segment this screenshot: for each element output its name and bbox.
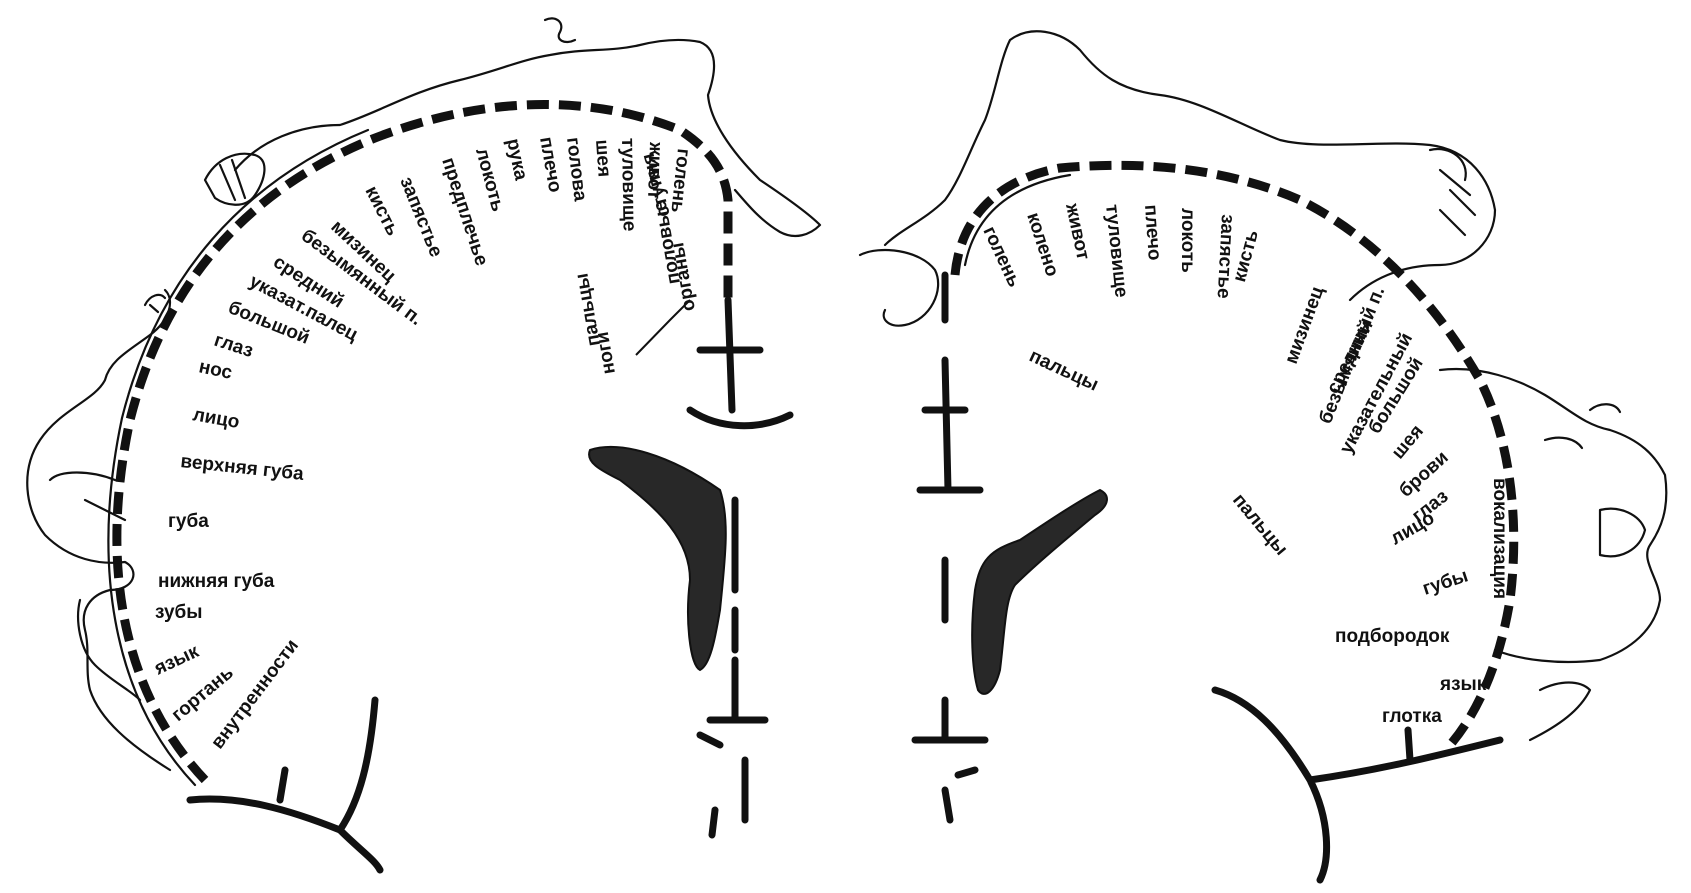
genital-leader: [636, 300, 690, 355]
label-left-paltsy-nogi-2: ноги: [592, 330, 620, 376]
label-left-polovye-2: органы: [667, 241, 700, 313]
left-medial-line-top: [700, 300, 760, 410]
label-left-glaz: глаз: [211, 330, 255, 362]
label-left-vnutrennosti: внутренности: [207, 636, 303, 753]
left-medial-curve: [690, 410, 790, 426]
left-body-outline: [235, 40, 820, 236]
label-right-lokot: локоть: [1177, 208, 1198, 273]
left-callosum: [589, 447, 726, 670]
label-left-ruka: рука: [502, 137, 531, 183]
label-left-lokot: локоть: [471, 146, 508, 214]
label-right-mizinets: мизинец: [1281, 284, 1328, 367]
right-feet-outline: [860, 250, 938, 326]
label-left-nizhnyaya-guba: нижняя губа: [158, 571, 275, 592]
label-right-guby: губы: [1420, 565, 1471, 599]
label-left-kist: кисть: [361, 183, 404, 240]
left-hemisphere: кисть запястье предплечье локоть рука пл…: [27, 18, 820, 870]
right-eye-outline: [1545, 404, 1620, 448]
left-head-outline: [545, 18, 575, 42]
label-right-plecho: плечо: [1140, 204, 1165, 261]
label-right-sheya: шея: [1388, 421, 1428, 463]
label-right-paltsy: пальцы: [1228, 490, 1291, 560]
label-right-tulovishche: туловище: [1101, 203, 1132, 298]
label-left-verkhnyaya-guba: верхняя губа: [179, 451, 305, 485]
label-left-tulovishche: туловище: [617, 138, 640, 232]
label-left-sheya: шея: [591, 139, 615, 178]
right-medial-bottom: [945, 770, 975, 820]
right-mouth-outline: [1600, 509, 1645, 557]
label-left-zuby: зубы: [155, 602, 203, 623]
label-left-litso: лицо: [191, 404, 241, 433]
label-right-glotka: глотка: [1382, 706, 1442, 727]
right-callosum: [972, 490, 1107, 694]
label-left-golova: голова: [562, 136, 591, 203]
label-right-yazyk: язык: [1439, 674, 1487, 695]
label-left-guba: губа: [168, 511, 209, 532]
label-left-plecho: плечо: [535, 135, 565, 194]
left-medial-t: [710, 660, 765, 720]
label-right-vokalizatsiya: вокализация: [1489, 478, 1510, 599]
label-right-golen: голень: [978, 223, 1024, 290]
label-right-zhivot: живот: [1061, 201, 1094, 262]
label-left-nos: нос: [197, 356, 234, 384]
label-left-zapyastye: запястье: [395, 174, 446, 260]
label-right-paltsy-top: пальцы: [1026, 345, 1102, 395]
right-hemisphere: голень колено живот туловище плечо локот…: [860, 31, 1666, 880]
right-medial-line-top: [920, 275, 980, 490]
label-right-koleno: колено: [1022, 210, 1062, 279]
right-tongue-outline: [1530, 683, 1590, 741]
label-left-yazyk: язык: [150, 641, 202, 680]
right-sulcus: [1215, 690, 1500, 880]
label-right-podborodok: подбородок: [1335, 626, 1450, 647]
left-medial-bottom: [700, 735, 745, 835]
left-eye-outline: [145, 295, 165, 312]
